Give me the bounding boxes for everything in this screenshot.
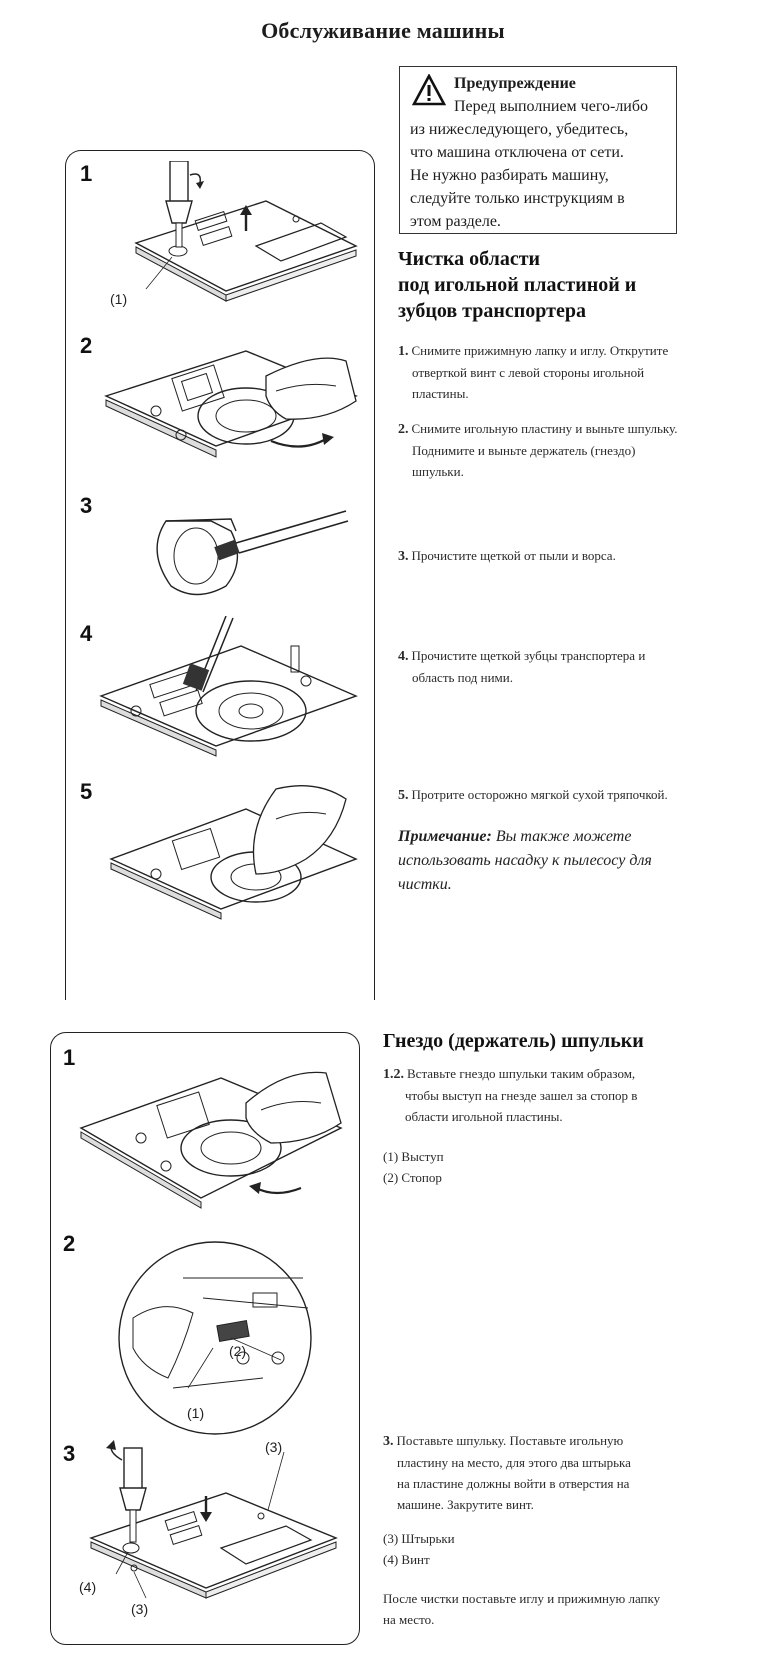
illustration-panel-bobbin-case: 1 2 3 (2) (1 bbox=[50, 1032, 360, 1645]
callout-label: (3) bbox=[131, 1601, 149, 1617]
instruction-step: 5.Протрите осторожно мягкой сухой тряпоч… bbox=[398, 787, 668, 803]
panel-step-number: 2 bbox=[63, 1231, 76, 1256]
illustration-panel-cleaning: 1 2 3 4 5 (1) bbox=[65, 150, 375, 1000]
panel-step-number: 4 bbox=[80, 621, 93, 646]
callout-label: (3) bbox=[265, 1439, 283, 1455]
replace-needle-plate-illustration bbox=[76, 1438, 346, 1618]
warning-line: этом разделе. bbox=[410, 213, 501, 230]
closing-instruction: После чистки поставьте иглу и прижимную … bbox=[383, 1591, 661, 1627]
wipe-cloth-illustration bbox=[106, 779, 366, 929]
brush-feed-dogs-illustration bbox=[91, 616, 366, 776]
instruction-step: 1.2.Вставьте гнездо шпульки таким образо… bbox=[383, 1066, 638, 1124]
instruction-step: 1.Снимите прижимную лапку и иглу. Открут… bbox=[398, 343, 669, 401]
panel-step-number: 5 bbox=[80, 779, 93, 804]
panel-step-number: 1 bbox=[63, 1045, 76, 1070]
warning-title: Предупреждение bbox=[454, 75, 576, 92]
warning-triangle-icon bbox=[411, 73, 447, 118]
section-heading-bobbin-case: Гнездо (держатель) шпульки bbox=[383, 1030, 644, 1052]
instruction-step: 4.Прочистите щеткой зубцы транспортера и… bbox=[398, 648, 646, 685]
insert-bobbin-case-illustration bbox=[71, 1048, 351, 1228]
panel-step-number: 1 bbox=[80, 161, 93, 186]
instruction-step: 3.Прочистите щеткой от пыли и ворса. bbox=[398, 548, 616, 564]
panel-step-number: 3 bbox=[80, 493, 93, 518]
legend-list: (1) Выступ (2) Стопор bbox=[383, 1149, 444, 1185]
legend-list: (3) Штырьки (4) Винт bbox=[383, 1531, 455, 1567]
panel-step-number: 3 bbox=[63, 1441, 76, 1466]
section-heading-cleaning: Чистка области под игольной пластиной и … bbox=[398, 248, 637, 322]
panel-step-number: 2 bbox=[80, 333, 93, 358]
bobbin-case-detail-illustration bbox=[113, 1238, 323, 1438]
note: Примечание: Вы также можете использовать… bbox=[398, 828, 652, 893]
warning-line: следуйте только инструкциям в bbox=[410, 190, 625, 207]
brush-bobbin-case-illustration bbox=[136, 491, 356, 611]
warning-line: из нижеследующего, убедитесь, bbox=[410, 121, 629, 138]
callout-label: (4) bbox=[79, 1579, 97, 1595]
page-title: Обслуживание машины bbox=[261, 18, 505, 43]
warning-line: что машина отключена от сети. bbox=[410, 144, 624, 161]
needle-plate-screwdriver-illustration bbox=[106, 161, 366, 321]
warning-line: Перед выполнием чего-либо bbox=[454, 98, 649, 115]
bobbin-case-removal-illustration bbox=[96, 331, 366, 481]
instruction-step: 2.Снимите игольную пластину и выньте шпу… bbox=[398, 421, 678, 479]
warning-line: Не нужно разбирать машину, bbox=[410, 167, 609, 184]
callout-label: (1) bbox=[187, 1405, 205, 1421]
instruction-step: 3.Поставьте шпульку. Поставьте игольную … bbox=[383, 1433, 631, 1512]
callout-label: (2) bbox=[229, 1343, 247, 1359]
warning-box: Предупреждение Перед выполнием чего-либо… bbox=[399, 66, 677, 234]
callout-label: (1) bbox=[110, 291, 128, 307]
